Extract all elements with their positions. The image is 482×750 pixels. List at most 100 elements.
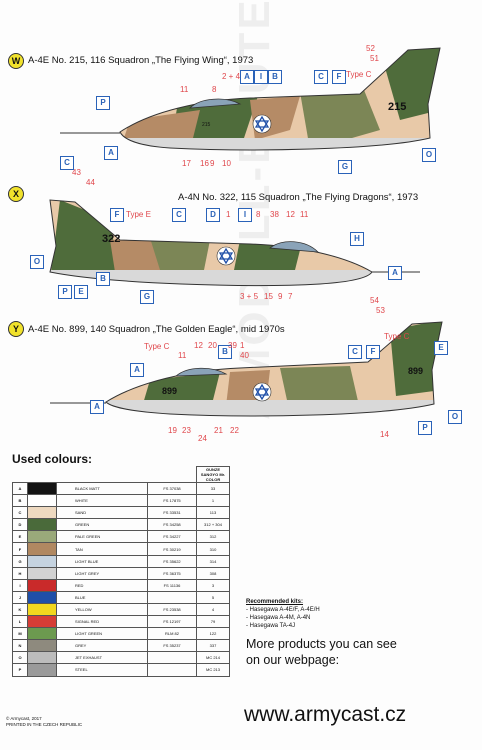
- callout: A: [130, 363, 144, 377]
- decal-number: 24: [198, 434, 207, 443]
- colour-name: GREY: [56, 639, 148, 653]
- callout: E: [74, 285, 88, 299]
- decal-number: 23: [182, 426, 191, 435]
- decal-number: 9: [210, 159, 215, 168]
- colours-header-row: GUNZE SANGYO Mr. COLOR: [13, 466, 230, 483]
- colour-fs-code: FS 35622: [147, 554, 197, 568]
- colour-code: M: [12, 627, 28, 641]
- decal-number: 7: [288, 292, 293, 301]
- colour-mr-code: 310: [196, 542, 230, 556]
- recommended-item: - Hasegawa TA-4J: [246, 623, 296, 629]
- callout: P: [96, 96, 110, 110]
- decal-number: 9: [278, 292, 283, 301]
- colour-mr-code: 122: [196, 627, 230, 641]
- colour-fs-code: [147, 651, 197, 665]
- colours-title: Used colours:: [12, 452, 93, 466]
- colour-mr-code: 33: [196, 481, 230, 496]
- callout: B: [96, 272, 110, 286]
- colour-swatch: [27, 615, 57, 629]
- colour-mr-code: 308: [196, 566, 230, 580]
- colour-swatch: [27, 506, 57, 520]
- footer: © Armycast, 2017 PRINTED IN THE CZECH RE…: [6, 716, 82, 728]
- decal-number: 16: [200, 159, 209, 168]
- nose-number: 899: [162, 386, 178, 396]
- aircraft-plate: [49, 47, 443, 417]
- colour-code: H: [12, 566, 28, 580]
- callout: A: [388, 266, 402, 280]
- colour-code: D: [12, 518, 28, 532]
- callout: F: [110, 208, 124, 222]
- type-label: Type C: [384, 332, 410, 341]
- colour-swatch: [27, 663, 57, 677]
- profile-badge: Y: [8, 321, 24, 337]
- colour-name: STEEL: [56, 663, 148, 677]
- colour-swatch: [27, 566, 57, 580]
- colour-name: LIGHT GREY: [56, 566, 148, 580]
- colour-name: SAND: [56, 506, 148, 520]
- colours-header-mr: GUNZE SANGYO Mr. COLOR: [196, 466, 230, 483]
- callout: A: [104, 146, 118, 160]
- decal-number: 44: [86, 178, 95, 187]
- colour-swatch: [27, 530, 57, 544]
- callout: I: [238, 208, 252, 222]
- colour-code: J: [12, 590, 28, 604]
- website-link[interactable]: www.armycast.cz: [244, 703, 407, 726]
- callout: F: [366, 345, 380, 359]
- decal-number: 2 + 4: [222, 72, 241, 81]
- printed-in: PRINTED IN THE CZECH REPUBLIC: [6, 722, 83, 727]
- colour-swatch: [27, 602, 57, 617]
- colour-mr-code: MC 214: [196, 651, 230, 665]
- colour-mr-code: 5: [196, 590, 230, 604]
- colour-mr-code: 1: [196, 494, 230, 508]
- profile-badge: W: [8, 53, 24, 69]
- colour-mr-code: 312 + 304: [196, 518, 230, 532]
- callout: C: [314, 70, 328, 84]
- recommended-heading: Recommended kits:: [246, 599, 304, 605]
- more-products-line: on our webpage:: [246, 653, 340, 667]
- colour-code: I: [12, 578, 28, 592]
- callout: D: [206, 208, 220, 222]
- colour-fs-code: [147, 663, 197, 677]
- colour-fs-code: FS 17875: [147, 494, 197, 508]
- colour-name: BLACK MATT: [56, 481, 148, 496]
- decal-number: 22: [230, 426, 239, 435]
- copyright: © Armycast, 2017: [6, 716, 42, 721]
- type-label: Type C: [346, 70, 372, 79]
- colour-name: RED: [56, 578, 148, 592]
- colour-name: PALE GREEN: [56, 530, 148, 544]
- colour-mr-code: 113: [196, 506, 230, 520]
- colour-code: A: [12, 481, 28, 496]
- colour-swatch: [27, 494, 57, 508]
- colour-fs-code: FS 12197: [147, 615, 197, 629]
- callout: P: [58, 285, 72, 299]
- colour-fs-code: FS 34227: [147, 530, 197, 544]
- colour-swatch: [27, 518, 57, 532]
- profile-caption: A-4N No. 322, 115 Squadron „The Flying D…: [178, 192, 419, 203]
- callout: I: [254, 70, 268, 84]
- colour-code: F: [12, 542, 28, 556]
- colour-swatch: [27, 481, 57, 496]
- colour-swatch: [27, 639, 57, 653]
- colour-name: SIGNAL RED: [56, 615, 148, 629]
- decal-number: 11: [180, 85, 189, 94]
- colour-mr-code: 4: [196, 602, 230, 617]
- colour-code: G: [12, 554, 28, 568]
- decal-number: 10: [222, 159, 231, 168]
- callout: O: [448, 410, 462, 424]
- colour-swatch: [27, 542, 57, 556]
- colour-fs-code: FS 36375: [147, 566, 197, 580]
- colour-fs-code: FS 37038: [147, 481, 197, 496]
- colour-fs-code: FS 34258: [147, 518, 197, 532]
- colour-name: JET EXHAUST: [56, 651, 148, 665]
- colour-name: GREEN: [56, 518, 148, 532]
- callout: C: [348, 345, 362, 359]
- colour-code: L: [12, 615, 28, 629]
